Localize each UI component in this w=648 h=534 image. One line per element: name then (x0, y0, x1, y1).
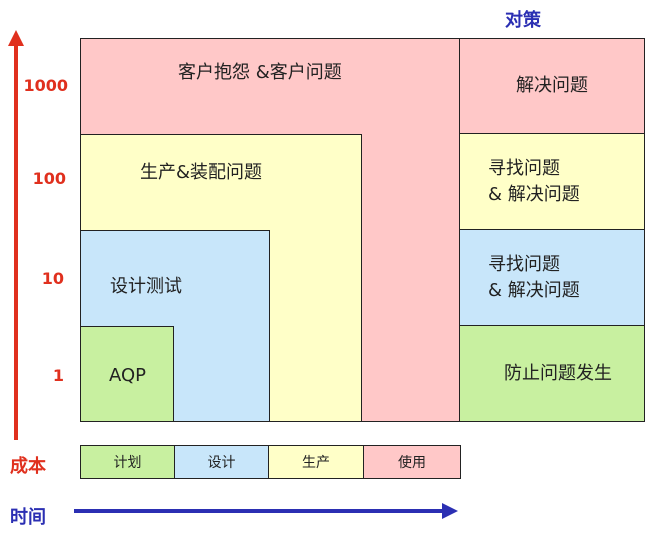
countermeasure-prevent: 防止问题发生 (459, 325, 645, 422)
countermeasure-solve: 解决问题 (459, 38, 645, 134)
countermeasure-find-solve-production: 寻找问题 & 解决问题 (459, 133, 645, 230)
countermeasure-line: 寻找问题 (488, 253, 560, 275)
phase-use-label: 使用 (398, 455, 426, 471)
phase-production: 生产 (268, 445, 364, 479)
phase-design-label: 设计 (207, 455, 236, 471)
phase-plan: 计划 (80, 445, 175, 479)
cost-tick-100: 100 (32, 169, 66, 188)
countermeasure-line: & 解决问题 (488, 183, 580, 205)
cost-tick-1: 1 (52, 366, 64, 385)
stage-aqp-block (80, 326, 174, 422)
stage-customer-label: 客户抱怨 &客户问题 (178, 62, 342, 83)
countermeasure-find-solve-design: 寻找问题 & 解决问题 (459, 229, 645, 326)
phase-plan-label: 计划 (113, 455, 142, 471)
countermeasures-title: 对策 (505, 10, 541, 31)
countermeasure-line: & 解决问题 (488, 279, 580, 301)
countermeasure-solve-text: 解决问题 (516, 75, 588, 96)
time-axis-label: 时间 (10, 507, 46, 528)
countermeasure-prevent-text: 防止问题发生 (504, 362, 612, 384)
cost-axis-label: 成本 (10, 456, 46, 477)
stage-design-test-label: 设计测试 (110, 276, 182, 297)
stage-aqp-label: AQP (109, 365, 147, 386)
time-axis-arrow (74, 503, 458, 519)
stage-production-label: 生产&装配问题 (140, 162, 263, 183)
cost-tick-1000: 1000 (23, 76, 68, 95)
cost-axis-arrow (8, 30, 24, 440)
countermeasure-line: 寻找问题 (488, 157, 560, 179)
phase-use: 使用 (363, 445, 461, 479)
phase-design: 设计 (174, 445, 269, 479)
cost-tick-10: 10 (41, 269, 64, 288)
phase-production-label: 生产 (302, 455, 330, 471)
